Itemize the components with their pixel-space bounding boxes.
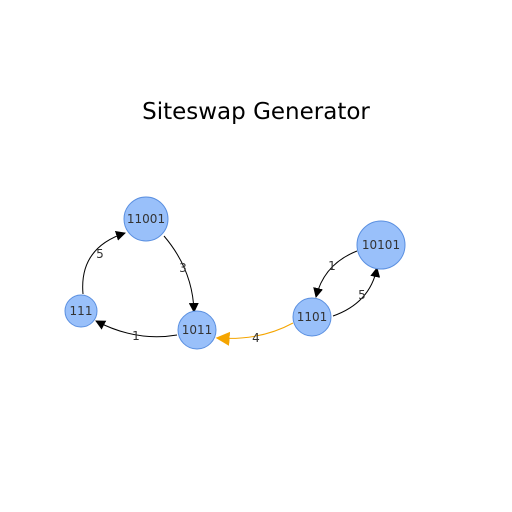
edge-1101-to-10101[interactable] <box>332 267 381 317</box>
edge-label-111-to-11001: 5 <box>96 247 104 261</box>
edge-label-10101-to-1101: 1 <box>328 259 336 273</box>
edge-10101-to-1101[interactable] <box>313 250 358 298</box>
node-1101[interactable]: 1101 <box>292 297 332 337</box>
diagram-title: Siteswap Generator <box>142 99 370 125</box>
node-label-1011: 1011 <box>182 323 213 337</box>
node-10101[interactable]: 10101 <box>356 220 406 270</box>
node-1011[interactable]: 1011 <box>177 310 217 350</box>
node-label-11001: 11001 <box>127 212 165 226</box>
edge-label-1101-to-10101: 5 <box>358 288 366 302</box>
edges: 5 3 1 4 1 5 <box>82 231 381 346</box>
node-111[interactable]: 111 <box>64 294 98 328</box>
edge-label-11001-to-1011: 3 <box>179 261 187 275</box>
edge-111-to-11001[interactable] <box>82 231 126 295</box>
node-label-10101: 10101 <box>362 238 400 252</box>
node-11001[interactable]: 11001 <box>123 196 169 242</box>
nodes: 11001 111 1011 1101 10101 <box>64 196 406 350</box>
edge-11001-to-1011[interactable] <box>163 235 199 313</box>
edge-1101-to-1011[interactable] <box>215 322 294 346</box>
edge-label-1101-to-1011: 4 <box>252 331 260 345</box>
node-label-111: 111 <box>70 304 93 318</box>
edge-label-1011-to-111: 1 <box>132 329 140 343</box>
edge-1011-to-111[interactable] <box>95 320 178 338</box>
node-label-1101: 1101 <box>297 310 328 324</box>
